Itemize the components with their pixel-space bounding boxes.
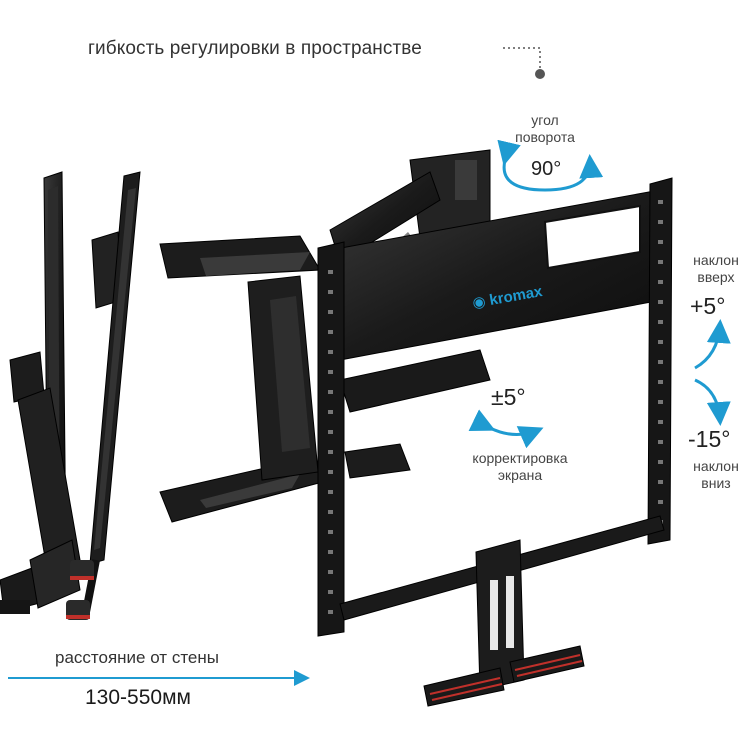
tilt-up-label-line2: вверх (697, 269, 735, 285)
tilt-up-arrow-icon (694, 319, 731, 370)
leveling-arrow-icon (468, 409, 544, 449)
distance-label: расстояние от стены (55, 648, 219, 667)
title-leader-line (503, 47, 545, 79)
tilt-up-value: +5° (690, 293, 726, 319)
tilt-up-label-line1: наклон (693, 252, 739, 268)
tilt-up-label: наклон вверх (686, 252, 746, 286)
distance-value: 130-550мм (85, 686, 191, 709)
brand-logo-icon: ◉ (471, 292, 487, 312)
rotation-label-line1: угол (531, 112, 559, 128)
tilt-down-label: наклон вниз (686, 458, 746, 492)
rotation-label-line2: поворота (515, 129, 575, 145)
tilt-down-label-line2: вниз (701, 475, 731, 491)
tilt-down-value: -15° (688, 426, 731, 452)
leveling-label: корректировка экрана (455, 450, 585, 484)
side-view-mount (0, 171, 141, 620)
leveling-value: ±5° (491, 384, 526, 410)
rotation-label: угол поворота (505, 112, 585, 146)
main-mount (159, 149, 673, 707)
tilt-down-arrow-icon (694, 378, 731, 426)
page-title: гибкость регулировки в пространстве (88, 38, 422, 59)
tilt-down-label-line1: наклон (693, 458, 739, 474)
leveling-label-line1: корректировка (472, 450, 568, 466)
rotation-value: 90° (531, 158, 562, 180)
rotation-arrow-icon (497, 139, 604, 192)
leveling-label-line2: экрана (497, 467, 543, 483)
